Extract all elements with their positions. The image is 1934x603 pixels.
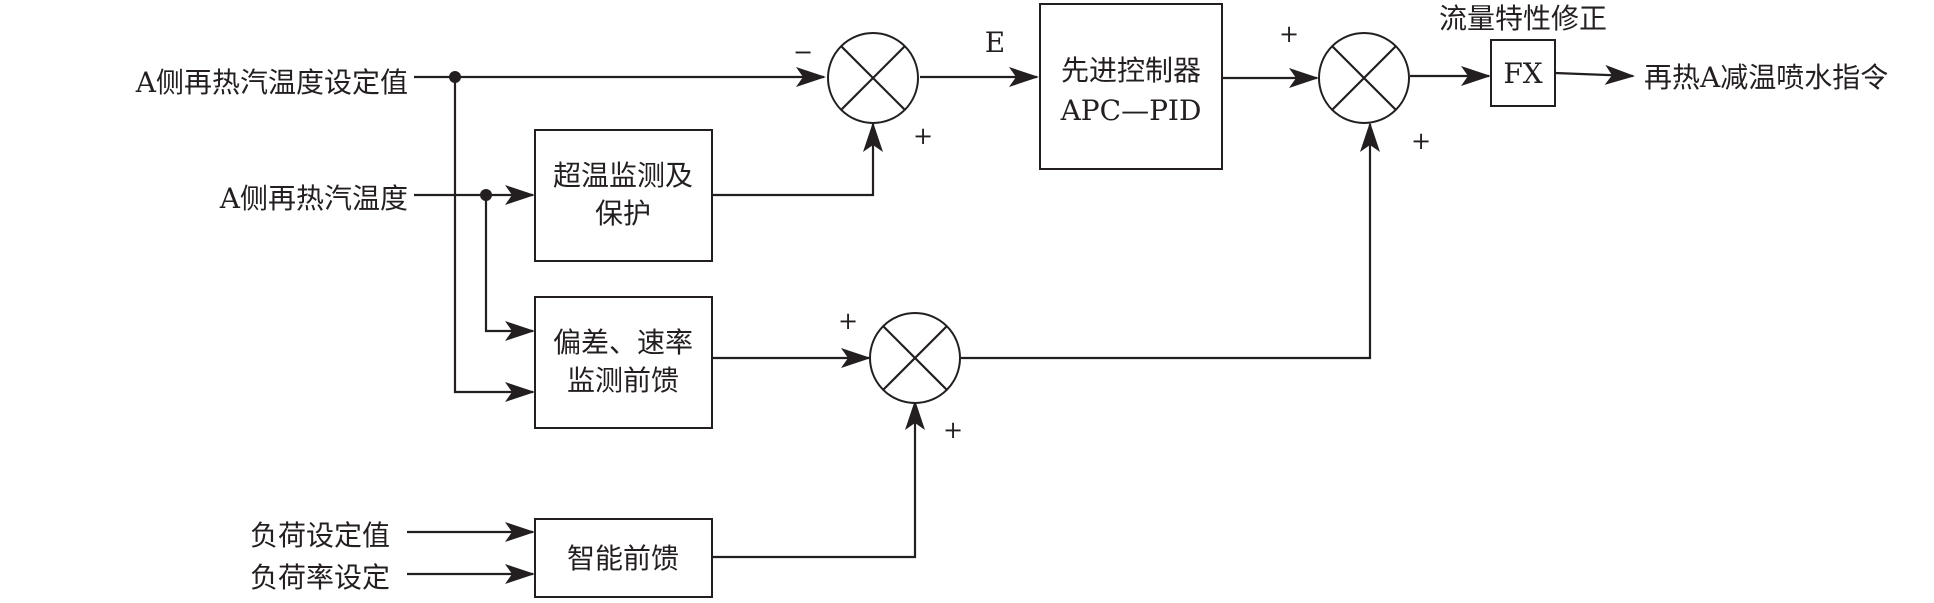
sum3-to-sum2-line: [961, 122, 1380, 360]
sum3-plus-sign-bottom: +: [943, 416, 963, 444]
temperature-junction-dot: [480, 189, 492, 201]
sum1-minus-sign: −: [793, 38, 813, 66]
apc-block-label-2: APC—PID: [1060, 94, 1202, 127]
deviation-block-label-2: 监测前馈: [567, 364, 679, 397]
overtemp-block-label-2: 保护: [595, 197, 651, 230]
output-signal-label: 再热A减温喷水指令: [1644, 61, 1888, 94]
error-signal-label: E: [985, 26, 1005, 59]
setpoint-junction-dot: [449, 71, 461, 83]
setpoint-branch-line: [453, 77, 535, 402]
smart-feedforward-block-label: 智能前馈: [567, 542, 679, 575]
smart-feedforward-block: [534, 518, 713, 598]
sum2-plus-sign-top: +: [1279, 20, 1299, 48]
temperature-input-label: A侧再热汽温度: [219, 182, 408, 215]
overtemp-block: [534, 129, 713, 262]
summing-junction-3: [869, 312, 961, 404]
sum1-plus-sign: +: [913, 122, 933, 150]
load-setpoint-input-label: 负荷设定值: [250, 519, 390, 552]
deviation-block-label-1: 偏差、速率: [553, 326, 693, 359]
fx-to-output-line: [1554, 64, 1635, 85]
load-rate-input-label: 负荷率设定: [250, 561, 390, 594]
summing-junction-1: [827, 32, 919, 124]
deviation-block: [534, 296, 713, 429]
sum2-plus-sign-bottom: +: [1411, 127, 1431, 155]
fx-block-label: FX: [1503, 57, 1542, 90]
apc-block-label-1: 先进控制器: [1061, 54, 1201, 87]
apc-controller-block: [1039, 3, 1223, 170]
summing-junction-2: [1318, 32, 1410, 124]
flow-correction-label: 流量特性修正: [1439, 2, 1607, 35]
overtemp-to-sum1-line: [712, 122, 883, 197]
sum3-plus-sign-top: +: [838, 307, 858, 335]
overtemp-block-label-1: 超温监测及: [553, 159, 693, 192]
temperature-branch-line: [484, 195, 535, 341]
smartff-to-sum3-line: [712, 400, 925, 559]
setpoint-input-label: A侧再热汽温度设定值: [135, 66, 408, 99]
fx-block: [1490, 39, 1556, 107]
